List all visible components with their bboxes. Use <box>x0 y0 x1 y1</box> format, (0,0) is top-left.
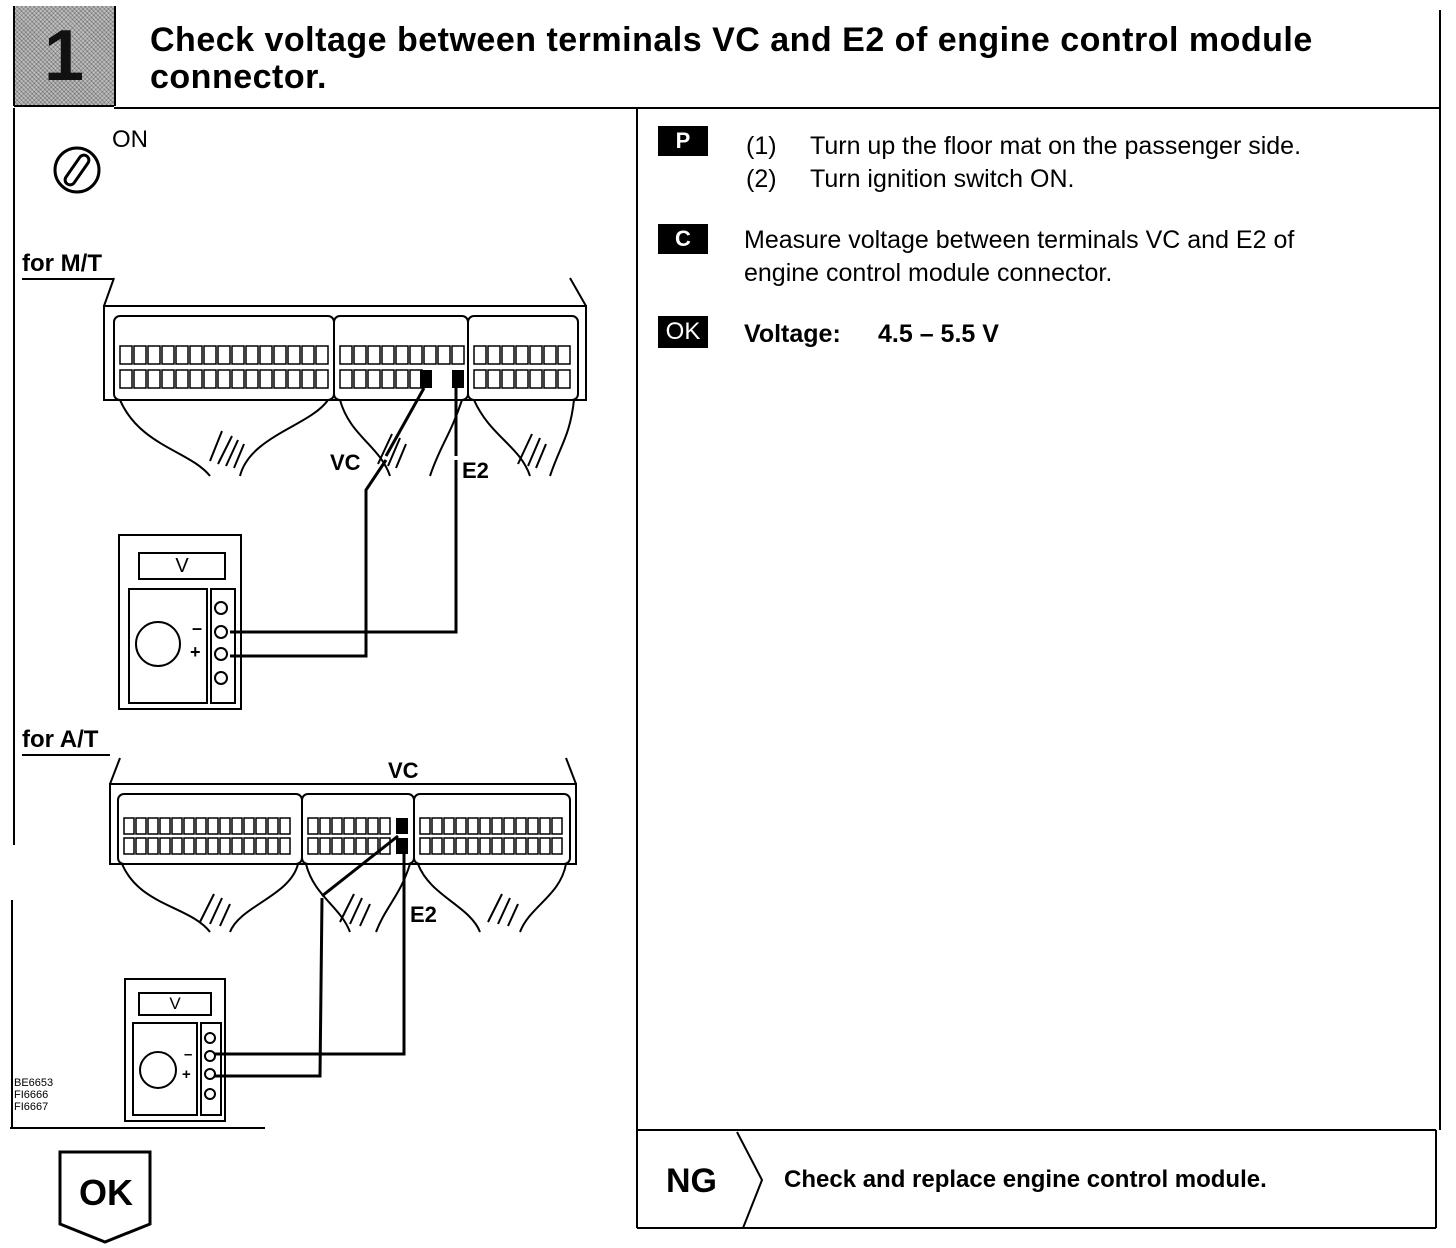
figure-id-3: FI6667 <box>14 1101 49 1113</box>
figure-id-1: BE6653 <box>14 1077 54 1089</box>
at-vc-label: VC <box>388 758 419 783</box>
at-minus-label: – <box>184 1046 193 1063</box>
mt-plus-label: + <box>190 642 201 662</box>
mt-voltmeter: V – + <box>118 534 242 710</box>
page-title: Check voltage between terminals VC and E… <box>150 21 1313 96</box>
ok-voltage-label: Voltage: <box>744 320 841 348</box>
at-test-leads <box>214 897 406 1078</box>
mt-meter-display: V <box>138 552 226 580</box>
prep-step-2-num: (2) <box>746 165 777 193</box>
at-label: for A/T <box>22 726 111 756</box>
at-plus-label: + <box>182 1066 191 1083</box>
prep-step-1-text: Turn up the floor mat on the passenger s… <box>810 132 1302 160</box>
ok-result-arrow <box>58 1150 152 1244</box>
at-e2-label: E2 <box>410 902 437 927</box>
at-meter-display: V <box>138 992 212 1016</box>
ng-result-label: NG <box>666 1162 717 1200</box>
mt-connector-diagram <box>103 277 587 477</box>
prep-badge: P <box>658 126 708 156</box>
prep-step-1-num: (1) <box>746 132 777 160</box>
prep-step-2-text: Turn ignition switch ON. <box>810 165 1075 193</box>
ng-result-text: Check and replace engine control module. <box>784 1166 1267 1193</box>
ok-voltage-value: 4.5 – 5.5 V <box>878 320 999 348</box>
mt-test-leads <box>230 459 458 658</box>
step-number-box: 1 <box>14 6 116 106</box>
step-number: 1 <box>43 16 85 96</box>
mt-meter-face <box>128 588 208 704</box>
figure-id-2: FI6666 <box>14 1089 49 1101</box>
switch-on-label: ON <box>112 126 148 153</box>
mt-vc-label: VC <box>330 450 361 475</box>
at-meter-jacks <box>200 1022 222 1116</box>
at-meter-face <box>132 1022 198 1116</box>
mt-e2-label: E2 <box>462 458 489 483</box>
ok-result-label: OK <box>79 1172 133 1213</box>
at-connector-diagram <box>109 757 577 933</box>
mt-meter-dial <box>135 601 228 685</box>
at-voltmeter: V – + <box>124 978 226 1122</box>
at-meter-dial <box>139 1032 216 1100</box>
ok-badge: OK <box>658 316 708 348</box>
check-badge: C <box>658 224 708 254</box>
check-text-line-1: Measure voltage between terminals VC and… <box>744 226 1295 254</box>
mt-meter-jacks <box>210 588 236 704</box>
ignition-switch-icon <box>53 146 101 194</box>
check-text-line-2: engine control module connector. <box>744 259 1113 287</box>
mt-minus-label: – <box>192 618 203 638</box>
mt-label: for M/T <box>22 250 114 280</box>
